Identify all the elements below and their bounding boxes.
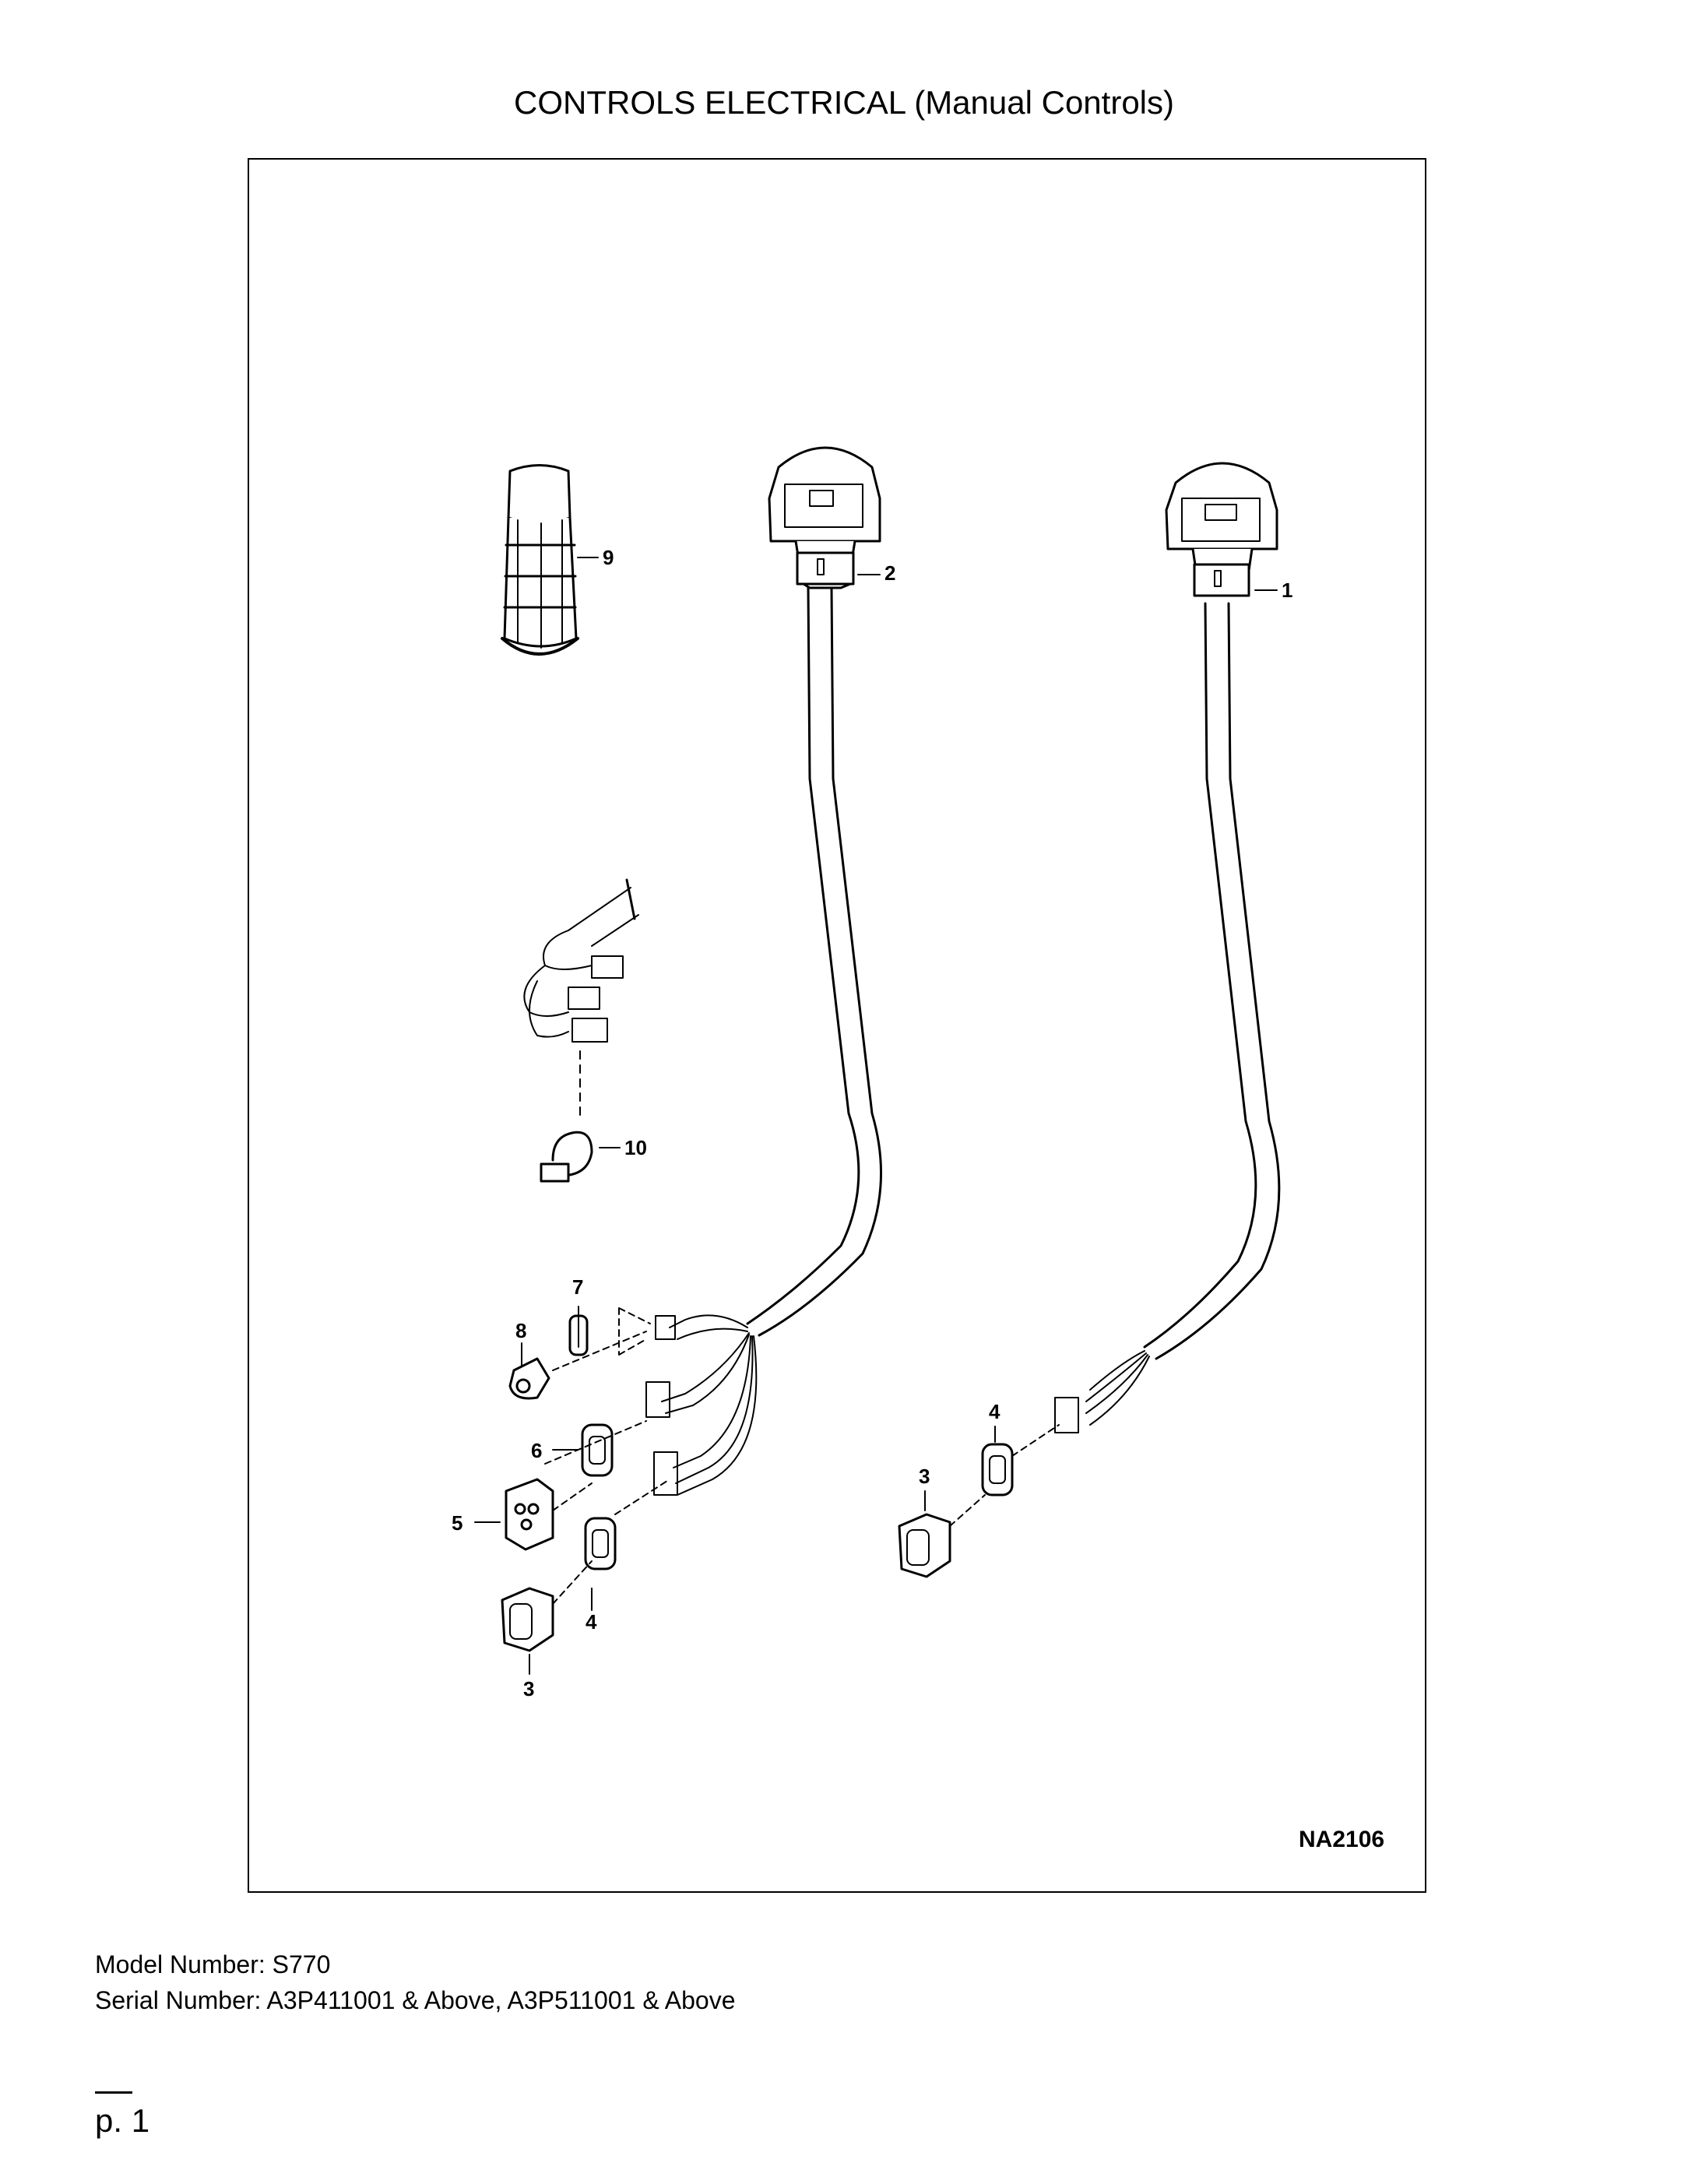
callout-10: 10 <box>624 1136 647 1159</box>
connector-part-3-right <box>898 1513 951 1578</box>
callout-7: 7 <box>572 1275 583 1299</box>
wire-bundle-right <box>1054 1350 1150 1433</box>
connector-part-4-right <box>981 1443 1014 1496</box>
dashed-link-7 <box>618 1307 651 1356</box>
grip-part-9 <box>501 464 579 656</box>
callout-3-left: 3 <box>523 1677 534 1700</box>
tie-strap-part-10 <box>540 1131 593 1183</box>
connector-part-5 <box>505 1478 554 1551</box>
callout-9: 9 <box>603 546 614 569</box>
connector-part-3-left <box>501 1587 554 1652</box>
callout-8: 8 <box>515 1319 526 1342</box>
dashed-assembly-lines <box>544 1420 1060 1605</box>
serial-number: Serial Number: A3P411001 & Above, A3P511… <box>95 1986 736 2014</box>
page-number: p. 1 <box>95 2102 150 2139</box>
joystick-handle-part-2 <box>746 446 883 1337</box>
wire-bundle-left <box>645 1314 758 1496</box>
callout-5: 5 <box>452 1511 462 1535</box>
leader-lines <box>474 557 1278 1675</box>
connector-part-4-left <box>584 1517 617 1570</box>
callout-4-left: 4 <box>586 1610 597 1634</box>
dashed-link-8 <box>552 1331 647 1371</box>
callout-4-right: 4 <box>989 1400 1000 1423</box>
connector-part-8 <box>508 1357 550 1400</box>
callout-1: 1 <box>1282 579 1292 602</box>
joystick-handle-part-1 <box>1143 462 1281 1360</box>
callout-3-right: 3 <box>919 1465 930 1488</box>
illustration-frame <box>248 158 1426 1893</box>
harness-branch <box>523 878 639 1122</box>
page-number-rule <box>95 2091 132 2094</box>
model-number: Model Number: S770 <box>95 1950 331 1978</box>
connector-part-6 <box>581 1423 614 1477</box>
callout-2: 2 <box>884 561 895 585</box>
figure-id: NA2106 <box>1299 1827 1385 1852</box>
page-title: CONTROLS ELECTRICAL (Manual Controls) <box>514 84 1174 121</box>
callout-6: 6 <box>531 1439 542 1462</box>
